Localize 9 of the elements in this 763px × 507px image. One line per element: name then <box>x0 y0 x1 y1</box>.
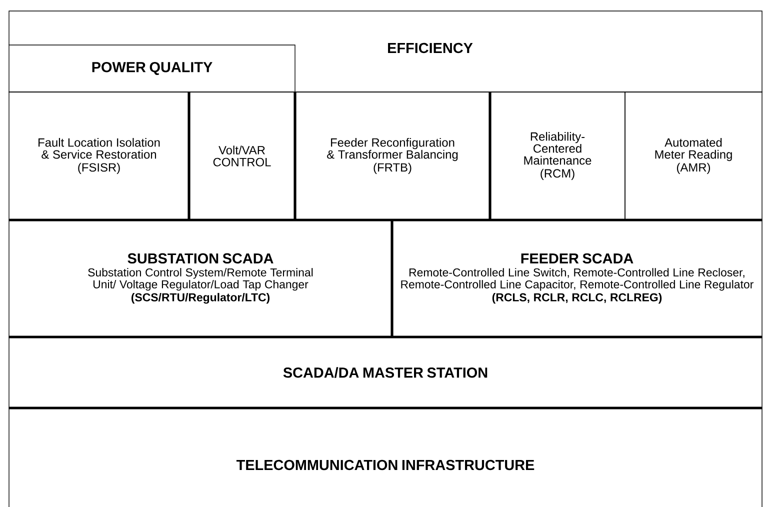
layer-box: SCADA/DA MASTER STATION <box>8 336 762 408</box>
function-cell: Reliability-Centered Maintenance (RCM) <box>490 92 626 220</box>
layer-box: TELECOMMUNICATION INFRASTRUCTURE <box>8 408 762 507</box>
function-cell: Fault Location Isolation & Service Restoration (FSISR) <box>8 92 190 220</box>
function-cell: Volt/VAR CONTROL <box>188 92 296 220</box>
function-cell: Automated Meter Reading (AMR) <box>624 92 762 220</box>
layer-box: SUBSTATION SCADA Substation Control System/Remote Terminal Unit/ Voltage Regulator/Load Tap Changer (SCS/RTU/Regulator/LTC) <box>8 220 392 338</box>
function-cell: Feeder Reconfiguration & Transformer Balancing (FRTB) <box>294 92 490 220</box>
layer-box: FEEDER SCADA Remote-Controlled Line Switch, Remote-Controlled Line Recloser, Remote-Controlled Line Capacitor, Remote-Controlled Line Regulator (RCLS, RCLR, RCLC, RCLREG) <box>392 220 762 338</box>
